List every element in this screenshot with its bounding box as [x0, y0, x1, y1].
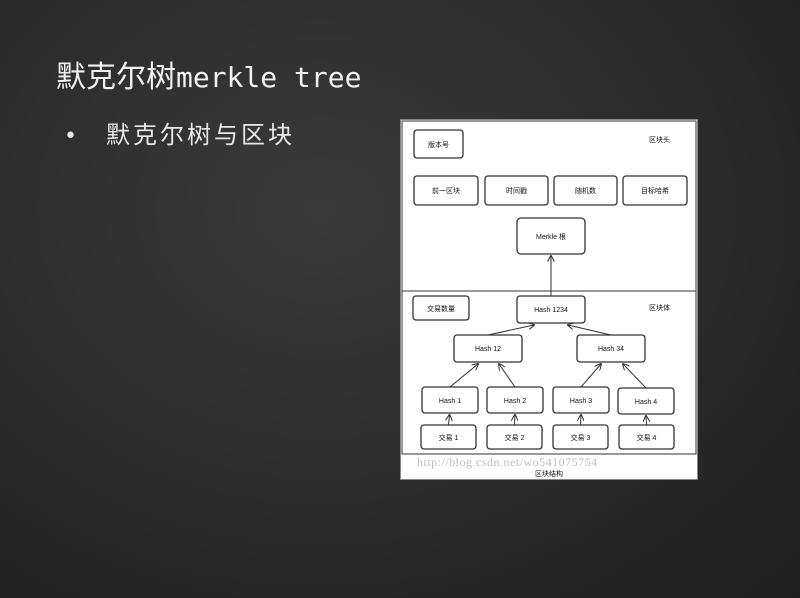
version-box: 版本号	[413, 129, 464, 159]
timestamp-label: 时间戳	[506, 186, 527, 195]
arrow-tx1-to-hash1	[449, 415, 450, 426]
hash-1-label: Hash 1	[439, 398, 461, 405]
hash-12-label: Hash 12	[475, 346, 501, 353]
watermark-text: http://blog.csdn.net/wo541075754	[417, 455, 598, 469]
block-structure-diagram: 区块头 区块体 版本号 前一区块 时间戳 随机数 目标哈希 Merkle 根	[401, 120, 697, 478]
arrow-12-to-1234	[487, 325, 534, 336]
hash-1234-label: Hash 1234	[534, 307, 568, 314]
hash-4-label: Hash 4	[635, 399, 657, 406]
tx-2-label: 交易 2	[505, 433, 525, 442]
prev-block-box: 前一区块	[413, 175, 479, 206]
slide-title: 默克尔树merkle tree	[56, 58, 361, 98]
hash-34-box: Hash 34	[576, 334, 646, 363]
timestamp-box: 时间戳	[484, 175, 549, 206]
target-box: 目标哈希	[622, 175, 688, 206]
hash-34-label: Hash 34	[598, 346, 624, 353]
merkle-root-label: Merkle 根	[536, 232, 566, 241]
version-label: 版本号	[428, 140, 449, 149]
hash-1234-box: Hash 1234	[516, 295, 586, 324]
arrow-tx2-to-hash2	[515, 415, 516, 426]
block-header-label: 区块头	[649, 135, 670, 144]
hash-12-box: Hash 12	[453, 334, 523, 363]
block-body-frame	[401, 290, 697, 455]
hash-1-box: Hash 1	[421, 386, 479, 414]
block-structure-figure: 区块头 区块体 版本号 前一区块 时间戳 随机数 目标哈希 Merkle 根	[400, 119, 698, 480]
arrow-4-to-34	[623, 364, 647, 389]
arrow-1-to-12	[449, 364, 478, 388]
arrow-tx3-to-hash3	[581, 415, 582, 426]
tx-4-box: 交易 4	[618, 424, 675, 450]
target-label: 目标哈希	[641, 186, 669, 195]
nonce-label: 随机数	[575, 186, 596, 195]
tx-1-box: 交易 1	[420, 424, 477, 450]
block-body-label: 区块体	[649, 303, 670, 312]
tx-3-label: 交易 3	[571, 433, 591, 442]
arrow-3-to-34	[580, 364, 601, 388]
arrow-tx4-to-hash4	[646, 416, 647, 426]
bullet-item: • 默克尔树与区块	[64, 118, 295, 154]
tx-4-label: 交易 4	[637, 433, 657, 442]
bullet-text: 默克尔树与区块	[106, 121, 295, 149]
figure-caption: 区块结构	[535, 469, 563, 478]
bullet-dot-icon: •	[64, 124, 80, 149]
slide-title-en: merkle tree	[176, 61, 362, 94]
tx-2-box: 交易 2	[486, 424, 543, 450]
hash-3-label: Hash 3	[570, 398, 592, 405]
slide-title-cn: 默克尔树	[56, 60, 176, 95]
hash-2-box: Hash 2	[486, 386, 544, 414]
arrow-34-to-1234	[568, 325, 612, 336]
arrow-2-to-12	[499, 364, 516, 388]
tx-count-label: 交易数量	[427, 304, 455, 313]
tree-arrows	[449, 256, 647, 426]
hash-4-box: Hash 4	[617, 387, 675, 415]
prev-block-label: 前一区块	[432, 186, 460, 195]
hash-3-box: Hash 3	[552, 386, 610, 414]
tx-count-box: 交易数量	[412, 295, 470, 321]
nonce-box: 随机数	[553, 175, 618, 206]
tx-3-box: 交易 3	[552, 424, 609, 450]
merkle-root-box: Merkle 根	[516, 217, 586, 255]
hash-2-label: Hash 2	[504, 398, 526, 405]
tx-1-label: 交易 1	[439, 433, 459, 442]
